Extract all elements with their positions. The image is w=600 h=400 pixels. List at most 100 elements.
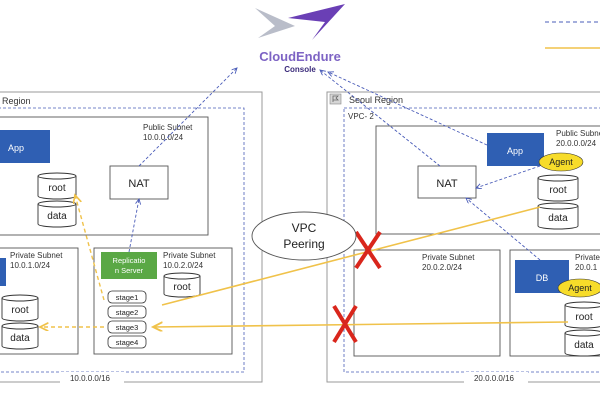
right-region-title: Seoul Region (349, 95, 403, 105)
vpc-peering-ellipse (251, 211, 357, 261)
left-private-data-disk: data (1, 322, 39, 350)
disk-label: root (11, 305, 28, 316)
stage-label: stage3 (116, 323, 139, 332)
left-nat-to-console-line (138, 68, 237, 167)
disk-icon (537, 206, 579, 230)
blocked-cross-icon (354, 230, 382, 270)
logo-subtitle: Console (284, 65, 316, 74)
replication-to-nat-line (128, 199, 139, 253)
db-data-disk: data (564, 329, 600, 357)
stage-disk: stage4 (107, 335, 147, 349)
disk-label: root (173, 282, 190, 293)
left-private-root-disk: root (1, 294, 39, 322)
right-public-subnet-label: Public Subnet (556, 129, 600, 138)
left-private-subnet-a-cidr: 10.0.1.0/24 (10, 261, 51, 270)
region-flag-icon (329, 93, 342, 105)
right-app-box (487, 133, 544, 166)
right-nat-to-console-line (320, 70, 441, 167)
replication-server-box (101, 252, 157, 279)
right-public-subnet-cidr: 20.0.0.0/24 (556, 139, 597, 148)
db-label: DB (536, 273, 549, 283)
app-agent-to-nat-line (476, 165, 541, 188)
region-flag-glyph (332, 95, 339, 102)
right-region: Seoul Region VPC- 2 Public Subnet 20.0.0… (326, 91, 600, 384)
left-app-label: App (8, 143, 24, 153)
stage-disk-icon (107, 305, 147, 319)
left-vpc-cidr-bg (60, 372, 124, 384)
stage-label: stage4 (116, 338, 139, 347)
disk-label: data (47, 211, 67, 222)
disk-layer: root data root data root stage1 stage2 stage3 st… (1, 172, 600, 357)
stage-disk-icon (107, 320, 147, 334)
disk-label: data (10, 333, 30, 344)
right-nat-label: NAT (436, 178, 457, 190)
disk-label: root (549, 185, 566, 196)
right-vpc-cidr: 20.0.0.0/16 (474, 374, 515, 383)
legend (545, 21, 600, 49)
left-app-root-disk: root (37, 172, 77, 200)
left-region-title: Region (2, 96, 31, 106)
disk-icon (564, 333, 600, 357)
replication-server-label-2: n Server (115, 266, 144, 275)
logo-mark-icon (255, 8, 295, 38)
db-root-disk: root (564, 301, 600, 329)
db-data-replication-line (153, 321, 569, 327)
right-private-subnet-a-label: Private Subnet (422, 253, 475, 262)
connections (40, 68, 569, 344)
left-private-a-app-box (0, 258, 6, 286)
db-agent-to-nat-line (466, 198, 541, 261)
right-app-agent-badge (538, 152, 584, 172)
db-agent-label: Agent (568, 283, 592, 293)
disk-icon (1, 326, 39, 350)
logo-word: CloudEndure (259, 49, 341, 64)
left-region: Region Public Subnet 10.0.0.0/24 App NAT… (0, 91, 263, 384)
right-private-subnet-b-label: Private (575, 253, 600, 262)
right-nat-box (417, 165, 477, 199)
right-app-data-disk: data (537, 202, 579, 230)
stage-disk: stage3 (107, 320, 147, 334)
right-private-subnet-a-cidr: 20.0.2.0/24 (422, 263, 463, 272)
right-vpc-label: VPC- 2 (348, 112, 374, 121)
stage-disk-icon (107, 290, 147, 304)
disk-label: data (548, 213, 568, 224)
right-private-subnet-b-cidr: 20.0.1 (575, 263, 598, 272)
stage-label: stage2 (116, 308, 139, 317)
logo-mark-accent-icon (288, 4, 345, 40)
disk-icon (37, 204, 77, 228)
disk-icon (1, 298, 39, 322)
vpc-peering-label-2: Peering (283, 237, 324, 251)
stage-disk: stage1 (107, 290, 147, 304)
disk-icon (564, 305, 600, 329)
left-public-subnet-cidr: 10.0.0.0/24 (143, 133, 184, 142)
left-private-subnet-b-cidr: 10.0.2.0/24 (163, 261, 204, 270)
disk-label: root (48, 183, 65, 194)
left-app-data-disk: data (37, 200, 77, 228)
replication-root-disk: root (163, 272, 201, 298)
left-vpc-cidr: 10.0.0.0/16 (70, 374, 111, 383)
app-agent-to-console-line (328, 72, 488, 146)
stage-disk: stage2 (107, 305, 147, 319)
left-nat-label: NAT (128, 178, 149, 190)
stage-label: stage1 (116, 293, 139, 302)
right-app-agent-label: Agent (549, 157, 573, 167)
left-private-subnet-a-label: Private Subnet (10, 251, 63, 260)
left-app-box (0, 130, 50, 163)
app-data-replication-line (161, 206, 541, 306)
left-nat-box (109, 165, 169, 200)
left-public-subnet-label: Public Subnet (143, 123, 193, 132)
replication-server-label-1: Replicatio (113, 256, 146, 265)
db-agent-badge (557, 278, 600, 298)
cloudendure-logo: CloudEndure Console (255, 4, 345, 74)
right-app-root-disk: root (537, 174, 579, 202)
stage-disk-icon (107, 335, 147, 349)
right-vpc-cidr-bg (464, 372, 528, 384)
disk-icon (537, 178, 579, 202)
disk-label: root (575, 312, 592, 323)
vpc-peering: VPC Peering (251, 211, 357, 261)
right-app-label: App (507, 146, 523, 156)
blocked-cross-icon (332, 304, 358, 344)
left-private-subnet-b-label: Private Subnet (163, 251, 216, 260)
disk-label: data (574, 340, 594, 351)
vpc-peering-label-1: VPC (292, 221, 317, 235)
